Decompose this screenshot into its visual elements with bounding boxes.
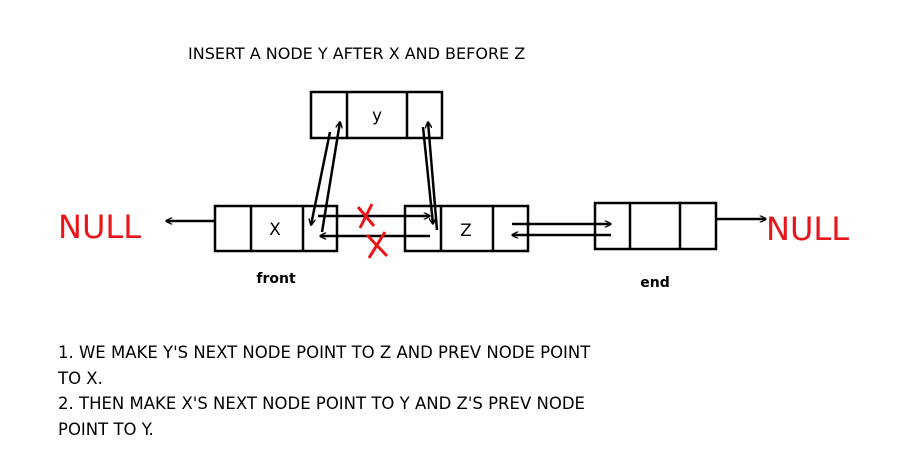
diagram-title: INSERT A NODE Y AFTER X AND BEFORE Z xyxy=(188,44,526,63)
z-prev-y-arrow xyxy=(428,122,439,231)
node-z-label: Z xyxy=(460,221,472,241)
node-end-caption: end xyxy=(640,275,669,291)
step-1-line-2: TO X. xyxy=(58,368,103,388)
node-y xyxy=(309,90,444,140)
step-2-line-1: 2. THEN MAKE X'S NEXT NODE POINT TO Y AN… xyxy=(58,394,585,413)
node-end xyxy=(593,201,718,251)
cross-mark-upper xyxy=(356,203,376,229)
node-x-label: X xyxy=(269,220,281,240)
node-y-label: y xyxy=(372,106,382,126)
explanation-steps: 1. WE MAKE Y'S NEXT NODE POINT TO Z AND … xyxy=(58,340,590,442)
null-right-label: NULL xyxy=(766,210,849,248)
y-prev-x-arrow xyxy=(311,131,332,225)
node-z xyxy=(403,204,530,253)
node-x-caption: front xyxy=(256,271,296,287)
step-1-line-1: 1. WE MAKE Y'S NEXT NODE POINT TO Z AND … xyxy=(58,343,591,362)
x-next-y-arrow xyxy=(320,122,340,233)
y-next-z-arrow xyxy=(421,126,433,224)
cross-mark-lower xyxy=(365,231,389,259)
step-2-line-2: POINT TO Y. xyxy=(58,419,154,439)
node-x xyxy=(213,204,339,253)
null-left-label: NULL xyxy=(58,208,141,246)
